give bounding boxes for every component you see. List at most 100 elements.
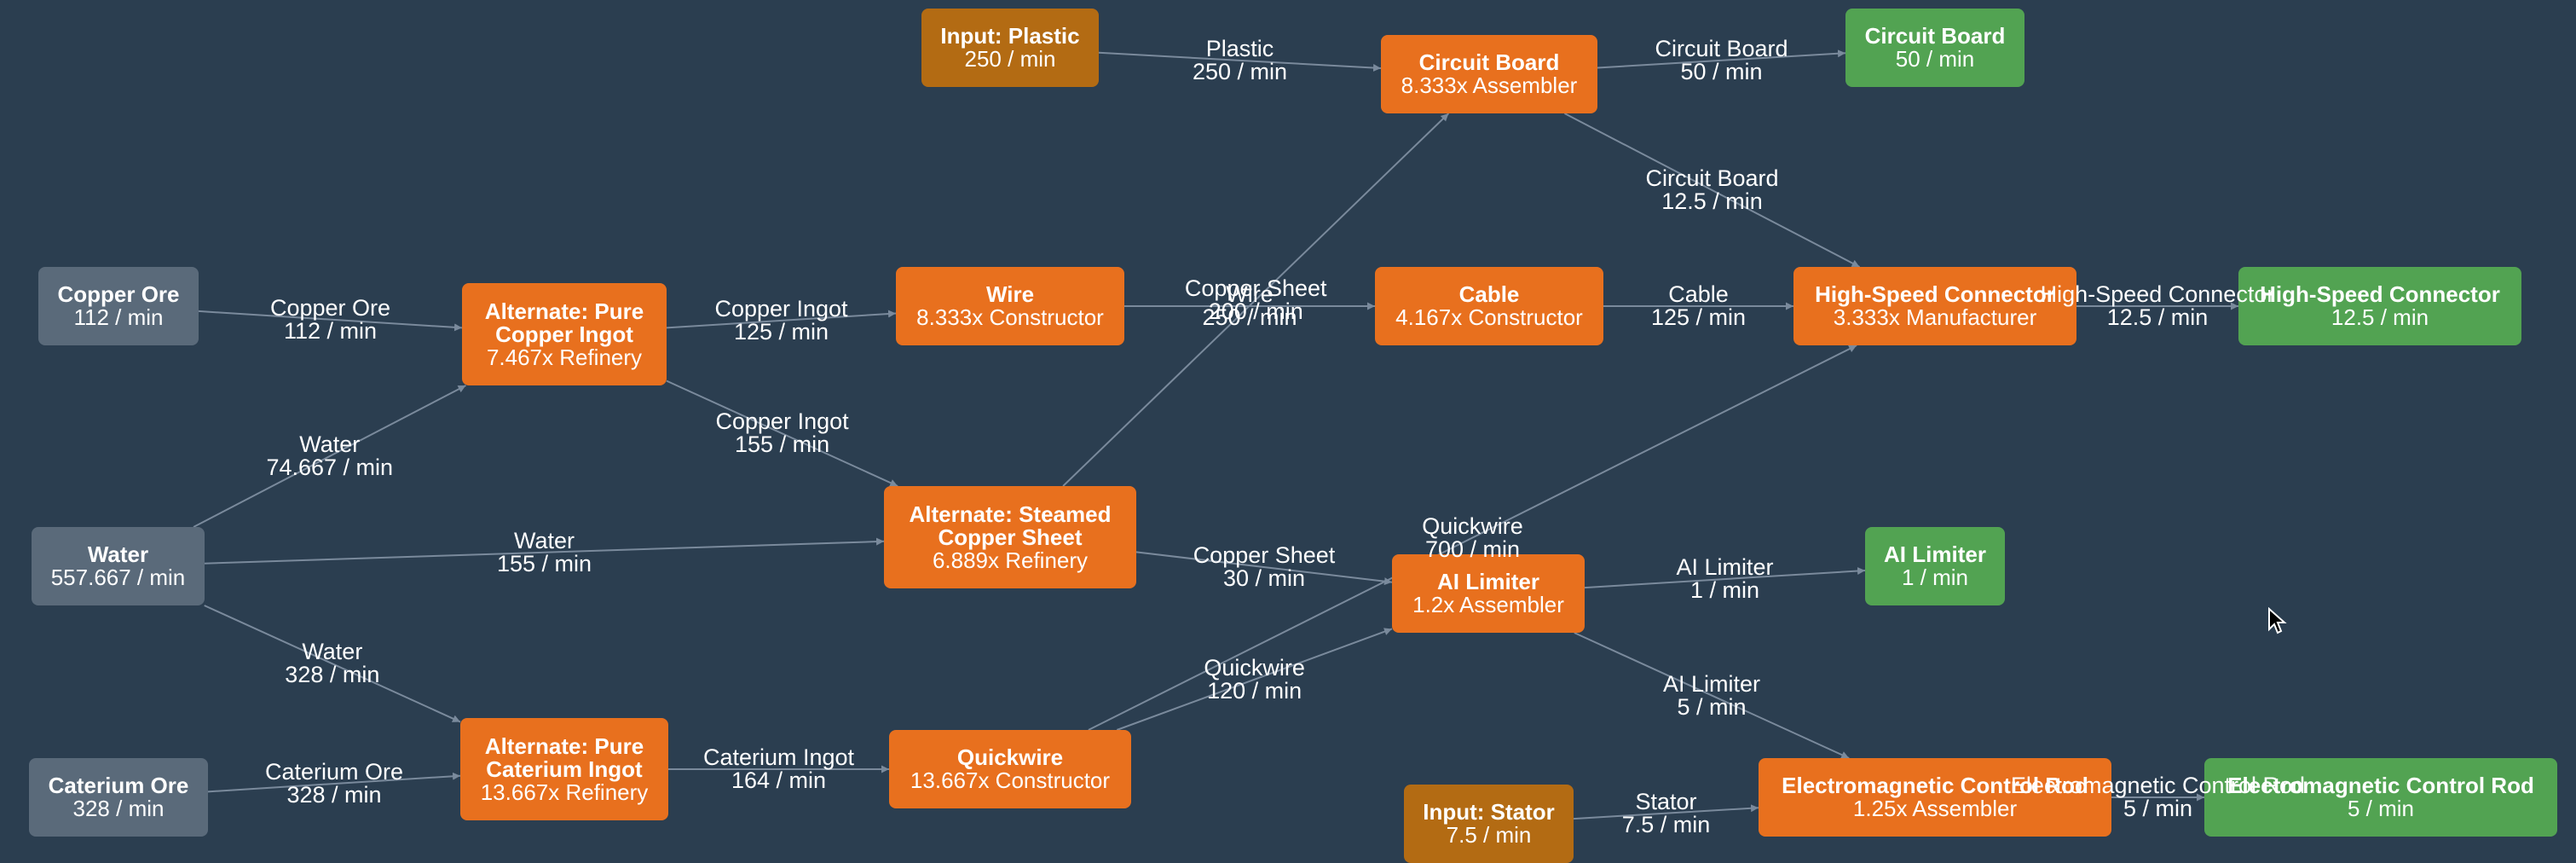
edge-item-name: Stator bbox=[1635, 788, 1697, 814]
edge-item-rate: 12.5 / min bbox=[1661, 188, 1763, 214]
edge-item-name: Copper Ore bbox=[269, 294, 391, 321]
edge-item-rate: 112 / min bbox=[283, 317, 378, 344]
edge-item-name: Plastic bbox=[1205, 35, 1274, 61]
node-steamed-copper-sheet[interactable]: Alternate: Steamed Copper Sheet 6.889x R… bbox=[884, 486, 1136, 588]
edge-item-name: Water bbox=[299, 432, 361, 457]
node-title: Copper Ore bbox=[57, 281, 180, 307]
edge-item-name: Caterium Ore bbox=[264, 759, 404, 785]
edge-item-rate: 125 / min bbox=[733, 318, 829, 345]
node-ai-limiter-assembler[interactable]: AI Limiter 1.2x Assembler bbox=[1392, 554, 1585, 633]
node-rate: 8.333x Constructor bbox=[916, 304, 1104, 330]
node-title: Quickwire bbox=[956, 744, 1064, 770]
edge-pure_copper-to-steamed_copper bbox=[666, 379, 898, 487]
edge-item-name: Water bbox=[513, 527, 575, 553]
edge-item-name: AI Limiter bbox=[1676, 554, 1774, 581]
edge-item-rate: 328 / min bbox=[286, 782, 382, 808]
node-title: Wire bbox=[985, 281, 1035, 307]
node-title: AI Limiter bbox=[1437, 569, 1539, 594]
node-rate: 8.333x Assembler bbox=[1401, 72, 1578, 98]
node-title: High-Speed Connector bbox=[1815, 281, 2055, 307]
edge-input_plastic-to-circuit_board_asm bbox=[1098, 51, 1382, 72]
edge-item-rate: 164 / min bbox=[731, 767, 827, 793]
edge-item-rate: 155 / min bbox=[496, 550, 592, 576]
node-caterium-ore[interactable]: Caterium Ore 328 / min bbox=[29, 758, 208, 837]
node-rate: 112 / min bbox=[73, 304, 164, 330]
node-high-speed-connector-manufacturer[interactable]: High-Speed Connector 3.333x Manufacturer bbox=[1793, 267, 2076, 345]
node-pure-caterium-ingot[interactable]: Alternate: Pure Caterium Ingot 13.667x R… bbox=[460, 718, 668, 820]
node-copper-ore[interactable]: Copper Ore 112 / min bbox=[38, 267, 199, 345]
edge-item-rate: 1 / min bbox=[1689, 577, 1760, 604]
edge-item-rate: 74.667 / min bbox=[266, 455, 394, 480]
edge-item-name: AI Limiter bbox=[1662, 670, 1761, 697]
node-high-speed-connector-output[interactable]: High-Speed Connector 12.5 / min bbox=[2238, 267, 2521, 345]
node-title: Input: Stator bbox=[1423, 799, 1555, 825]
node-rate: 557.667 / min bbox=[50, 565, 186, 590]
edge-item-name: Quickwire bbox=[1204, 654, 1305, 681]
edge-item-rate: 125 / min bbox=[1650, 304, 1747, 330]
edge-item-rate: 12.5 / min bbox=[2106, 304, 2209, 330]
edge-item-rate: 700 / min bbox=[1424, 536, 1521, 562]
node-rate: 328 / min bbox=[72, 796, 165, 821]
edge-item-name: Wire bbox=[1226, 281, 1274, 307]
edge-circuit_board_asm-to-circuit_board_out bbox=[1597, 49, 1846, 69]
node-rate: 4.167x Constructor bbox=[1395, 304, 1583, 330]
edge-item-rate: 30 / min bbox=[1222, 565, 1306, 592]
node-ai-limiter-output[interactable]: AI Limiter 1 / min bbox=[1865, 527, 2005, 605]
node-wire[interactable]: Wire 8.333x Constructor bbox=[896, 267, 1124, 345]
edge-item-rate: 5 / min bbox=[2123, 796, 2193, 821]
node-circuit-board-output[interactable]: Circuit Board 50 / min bbox=[1845, 9, 2024, 87]
node-title: Electromagnetic Control Rod bbox=[1782, 773, 2088, 798]
node-rate: 13.667x Refinery bbox=[480, 779, 649, 805]
node-input-plastic[interactable]: Input: Plastic 250 / min bbox=[921, 9, 1099, 87]
node-input-stator[interactable]: Input: Stator 7.5 / min bbox=[1404, 785, 1574, 863]
node-quickwire[interactable]: Quickwire 13.667x Constructor bbox=[889, 730, 1131, 808]
node-rate: 250 / min bbox=[964, 46, 1056, 72]
node-title: Input: Plastic bbox=[940, 23, 1080, 49]
node-title: Circuit Board bbox=[1418, 49, 1560, 75]
edge-water-to-pure_copper bbox=[193, 385, 466, 528]
edge-item-rate: 200 / min bbox=[1208, 298, 1303, 324]
edge-ai_limiter_asm-to-ai_limiter_out bbox=[1584, 567, 1866, 589]
edge-water-to-steamed_copper bbox=[204, 537, 885, 565]
edge-item-name: Circuit Board bbox=[1645, 165, 1779, 191]
node-water[interactable]: Water 557.667 / min bbox=[32, 527, 205, 605]
node-title: AI Limiter bbox=[1884, 542, 1986, 567]
edge-water-to-pure_caterium bbox=[204, 605, 461, 723]
edge-item-name: Copper Ingot bbox=[714, 295, 848, 321]
edge-pure_copper-to-wire bbox=[666, 310, 897, 329]
node-electromagnetic-control-rod-output[interactable]: Electromagnetic Control Rod 5 / min bbox=[2204, 758, 2557, 837]
edge-item-name: Cable bbox=[1668, 281, 1729, 307]
edge-item-rate: 7.5 / min bbox=[1621, 811, 1711, 837]
node-cable[interactable]: Cable 4.167x Constructor bbox=[1375, 267, 1603, 345]
node-pure-copper-ingot[interactable]: Alternate: Pure Copper Ingot 7.467x Refi… bbox=[462, 283, 667, 385]
node-rate: 5 / min bbox=[2347, 796, 2415, 821]
node-rate: 7.5 / min bbox=[1446, 822, 1532, 848]
edge-item-rate: 5 / min bbox=[1677, 693, 1747, 720]
edge-item-rate: 50 / min bbox=[1680, 58, 1763, 84]
node-electromagnetic-control-rod-assembler[interactable]: Electromagnetic Control Rod 1.25x Assemb… bbox=[1759, 758, 2111, 837]
edge-item-name: Circuit Board bbox=[1655, 35, 1788, 61]
node-title: Caterium Ore bbox=[48, 773, 189, 798]
node-circuit-board-assembler[interactable]: Circuit Board 8.333x Assembler bbox=[1381, 35, 1597, 113]
edge-caterium_ore-to-pure_caterium bbox=[207, 772, 461, 793]
edge-input_stator-to-ecr_asm bbox=[1573, 804, 1759, 820]
edge-copper_ore-to-pure_copper bbox=[198, 310, 463, 332]
edge-item-rate: 328 / min bbox=[285, 662, 380, 688]
node-title: Circuit Board bbox=[1864, 23, 2006, 49]
edge-item-name: Electromagnetic Control Rod bbox=[2010, 773, 2306, 798]
edge-item-name: Copper Sheet bbox=[1184, 275, 1327, 301]
